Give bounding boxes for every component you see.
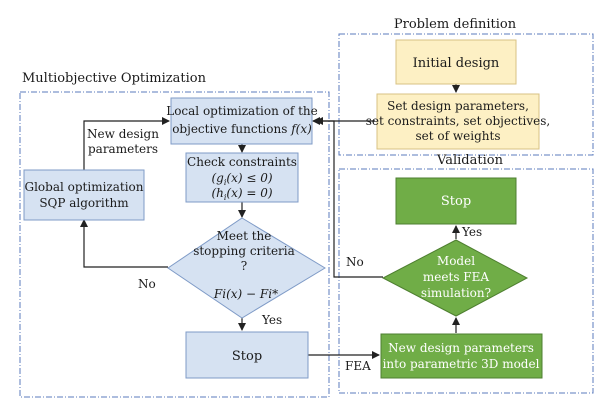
connectors bbox=[80, 84, 460, 359]
global-optimization-line-2: SQP algorithm bbox=[39, 196, 129, 210]
constraint-g: (gi(x) ≤ 0) bbox=[211, 171, 272, 187]
constraint-h-rest: (x) = 0) bbox=[226, 186, 272, 200]
constraint-g-rest: (x) ≤ 0) bbox=[226, 171, 272, 185]
yes-label-left: Yes bbox=[261, 313, 282, 327]
constraint-h-open: (h bbox=[211, 186, 223, 200]
constraint-h: (hi(x) = 0) bbox=[211, 186, 272, 202]
set-parameters-line-2: set constraints, set objectives, bbox=[366, 114, 550, 128]
local-optimization-line-2: objective functions f(x) bbox=[172, 122, 312, 136]
fea-label: FEA bbox=[345, 359, 371, 373]
stop-label-left: Stop bbox=[232, 349, 262, 364]
constraint-g-sub: i bbox=[224, 178, 227, 187]
stop-label-right: Stop bbox=[441, 194, 471, 209]
stopping-criteria-diamond bbox=[167, 217, 326, 319]
model-fea-line-2: meets FEA bbox=[423, 270, 489, 284]
validation-title: Validation bbox=[436, 153, 504, 168]
local-optimization-line-1: Local optimization of the bbox=[166, 104, 318, 118]
yes-label-right: Yes bbox=[461, 225, 482, 239]
validation-section bbox=[338, 168, 594, 394]
initial-design-label: Initial design bbox=[413, 56, 500, 71]
stopping-criteria-line-1: Meet the bbox=[217, 229, 272, 243]
new-model-line-1: New design parameters bbox=[388, 341, 534, 355]
arrow-model-no-to-local bbox=[315, 117, 383, 278]
arrow-global-to-local bbox=[83, 117, 170, 170]
optimization-title: Multiobjective Optimization bbox=[22, 71, 207, 86]
objective-function-symbol: f(x) bbox=[290, 122, 312, 136]
no-label-left: No bbox=[138, 277, 156, 291]
problem-definition-section bbox=[338, 33, 594, 156]
local-optimization-box bbox=[170, 97, 313, 145]
initial-design-box bbox=[395, 39, 517, 85]
arrow-criteria-no-to-global bbox=[80, 219, 168, 268]
constraint-h-sub: i bbox=[224, 193, 227, 202]
stopping-criteria-line-2: stopping criteria bbox=[193, 244, 295, 258]
new-design-label-2: parameters bbox=[88, 142, 158, 156]
no-label-right: No bbox=[346, 255, 364, 269]
problem-definition-title: Problem definition bbox=[394, 17, 517, 32]
set-parameters-box bbox=[376, 93, 540, 150]
global-optimization-line-1: Global optimization bbox=[24, 180, 143, 194]
stop-box-right bbox=[395, 177, 517, 225]
optimization-section bbox=[19, 91, 330, 398]
model-fea-diamond bbox=[381, 239, 529, 317]
new-design-label-1: New design bbox=[87, 127, 159, 141]
constraint-g-open: (g bbox=[211, 171, 224, 185]
local-optimization-text: objective functions bbox=[172, 122, 287, 136]
stop-box-left bbox=[185, 331, 309, 379]
model-fea-line-1: Model bbox=[437, 254, 475, 268]
new-model-box bbox=[380, 333, 543, 379]
global-optimization-box bbox=[23, 169, 145, 221]
check-constraints-title: Check constraints bbox=[187, 155, 297, 169]
check-constraints-box bbox=[185, 152, 299, 203]
stopping-criteria-line-3: ? bbox=[241, 259, 247, 273]
set-parameters-line-1: Set design parameters, bbox=[387, 99, 529, 113]
stopping-criteria-formula: Fi(x) − Fi* bbox=[213, 287, 278, 301]
model-fea-line-3: simulation? bbox=[421, 286, 491, 300]
set-parameters-line-3: set of weights bbox=[416, 129, 501, 143]
new-model-line-2: into parametric 3D model bbox=[383, 357, 540, 371]
